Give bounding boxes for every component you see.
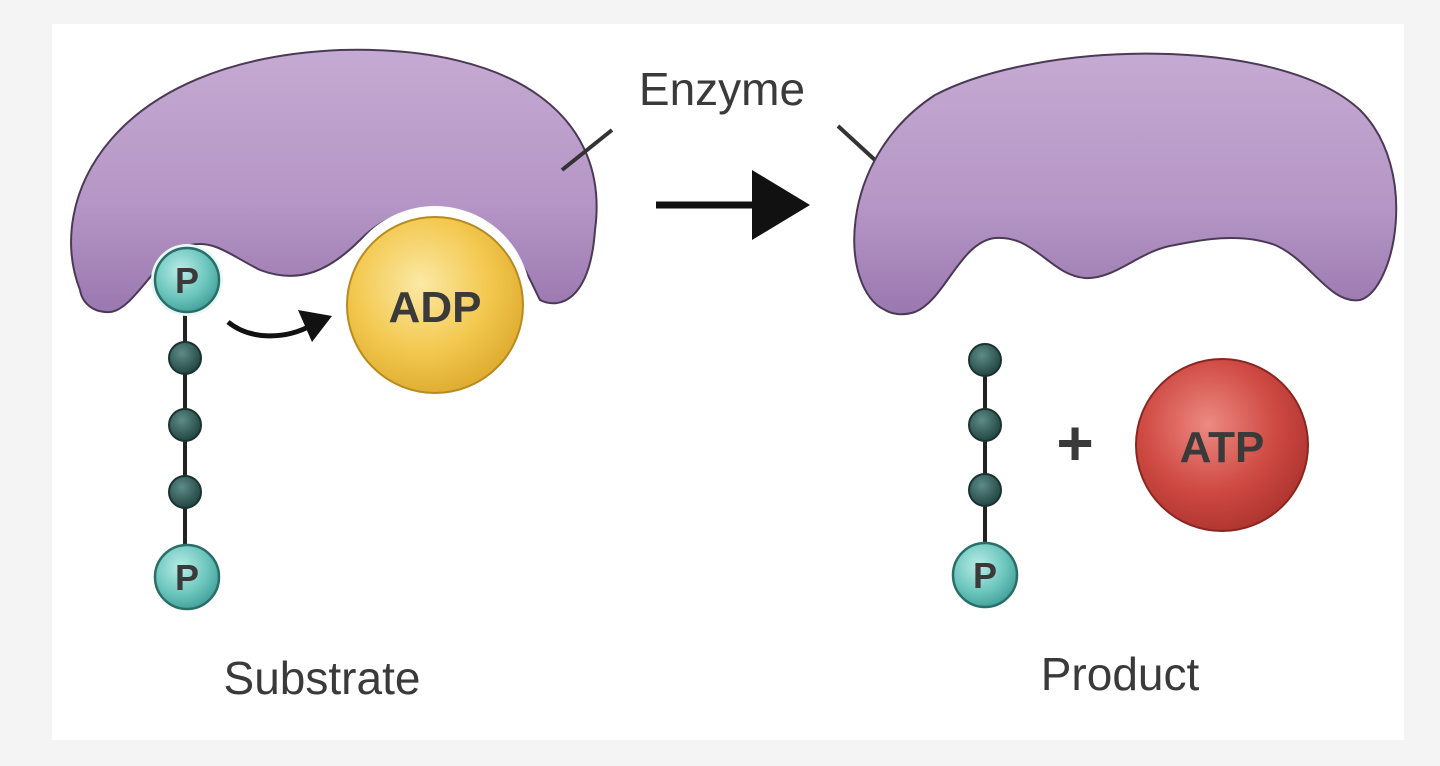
enzyme-right — [853, 52, 1398, 316]
adp-molecule: ADP — [339, 206, 531, 398]
phosphate-label: P — [973, 555, 997, 596]
adp-label: ADP — [389, 283, 482, 332]
plus-sign: + — [1056, 407, 1093, 479]
substrate-chain-bead — [168, 341, 202, 375]
product-label: Product — [1041, 648, 1200, 700]
atp-molecule: ATP — [1135, 358, 1309, 532]
product-chain-bead — [968, 408, 1002, 442]
reaction-arrowhead — [752, 170, 810, 240]
phosphate-group-substrate-bottom: P — [153, 543, 221, 611]
phosphate-group-transferring: P — [151, 244, 223, 316]
enzyme-label: Enzyme — [639, 63, 805, 115]
product-chain-bead — [968, 343, 1002, 377]
phosphate-label: P — [175, 260, 199, 301]
phosphate-transfer-arrow — [226, 320, 314, 339]
enzyme-pointer-left — [560, 128, 614, 172]
product-chain-bead — [968, 473, 1002, 507]
atp-label: ATP — [1180, 423, 1265, 472]
substrate-label: Substrate — [224, 652, 421, 704]
phosphate-transfer-arrowhead — [298, 310, 332, 342]
substrate-chain-bead — [168, 475, 202, 509]
phosphate-group-product: P — [951, 541, 1019, 609]
substrate-chain-bead — [168, 408, 202, 442]
phosphate-label: P — [175, 557, 199, 598]
